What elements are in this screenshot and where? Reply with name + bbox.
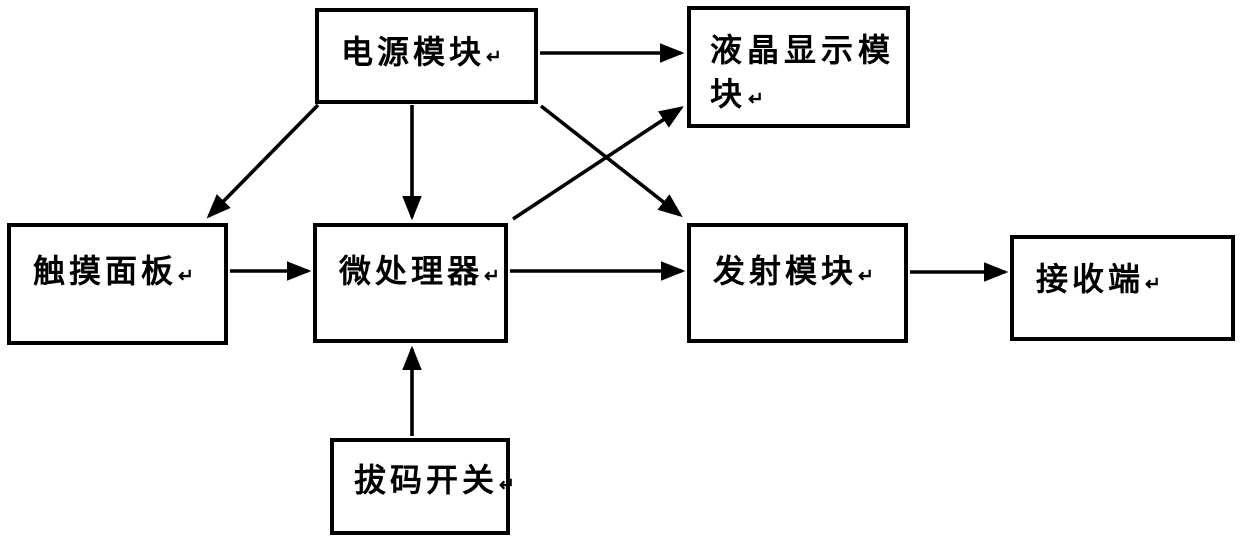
node-lcd-display-module: 液晶显示模块↵ — [687, 6, 910, 128]
node-touch-panel: 触摸面板↵ — [7, 223, 228, 345]
edge-mcu-to-lcd — [512, 106, 684, 221]
node-label: 微处理器 — [339, 253, 484, 289]
edge-power-to-touch — [206, 103, 320, 219]
return-mark: ↵ — [484, 266, 500, 287]
return-mark: ↵ — [1145, 274, 1161, 295]
return-mark: ↵ — [499, 475, 515, 496]
node-transmitter-module: 发射模块↵ — [687, 223, 908, 343]
node-label: 发射模块 — [713, 253, 858, 289]
node-label: 电源模块 — [341, 34, 486, 70]
return-mark: ↵ — [178, 266, 194, 287]
node-dip-switch: 拔码开关↵ — [330, 438, 515, 535]
node-label: 液晶显示模块 — [710, 32, 896, 112]
edge-power-to-tx — [539, 104, 683, 218]
node-receiver-end: 接收端↵ — [1010, 235, 1235, 341]
return-mark: ↵ — [486, 47, 502, 68]
node-power-module: 电源模块↵ — [315, 8, 538, 104]
node-label: 接收端 — [1036, 261, 1145, 297]
node-label: 拔码开关 — [354, 462, 499, 498]
return-mark: ↵ — [858, 266, 874, 287]
node-microprocessor: 微处理器↵ — [313, 223, 508, 343]
node-label: 触摸面板 — [33, 253, 178, 289]
return-mark: ↵ — [748, 89, 764, 110]
